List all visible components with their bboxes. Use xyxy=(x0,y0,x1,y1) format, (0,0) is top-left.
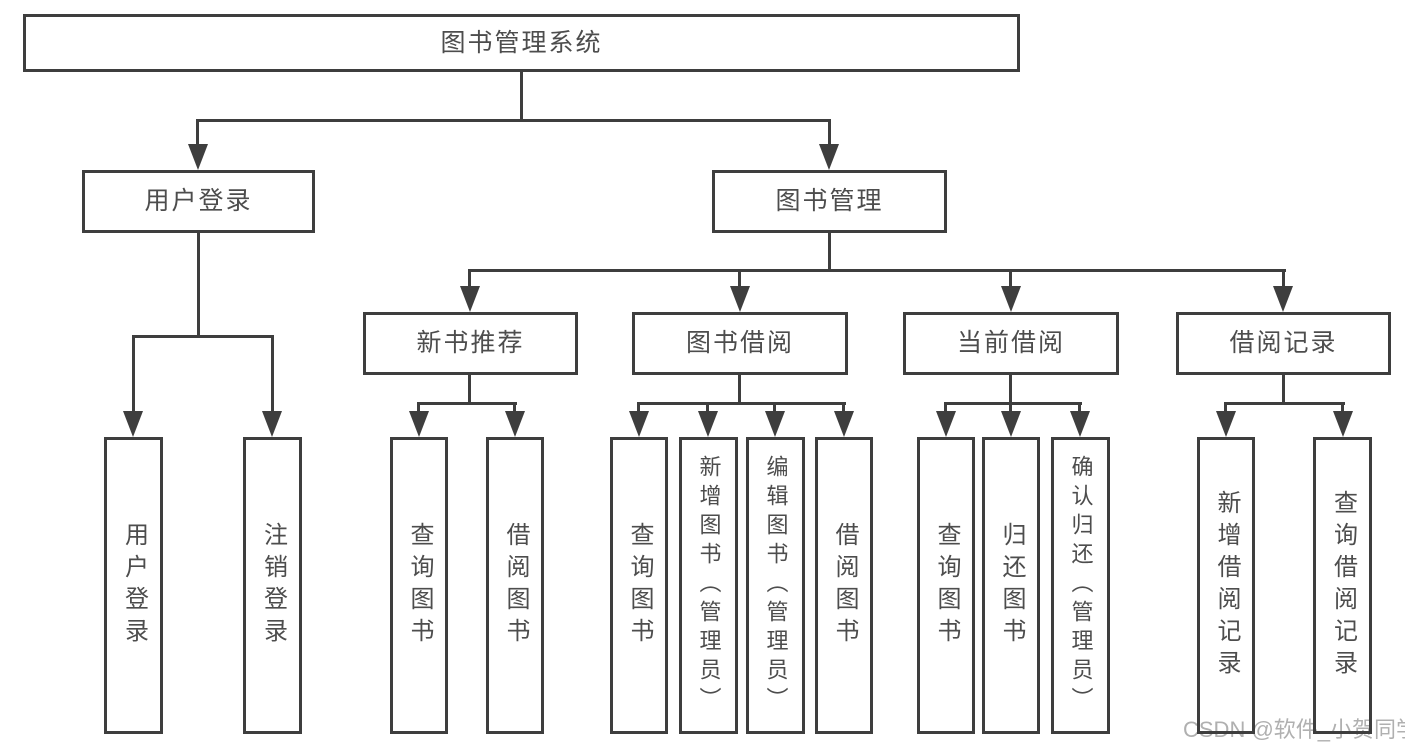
connector-line xyxy=(944,402,947,414)
connector-line xyxy=(520,70,523,120)
leaf-add-borrow-record: 新增借阅记录 xyxy=(1197,437,1255,734)
leaf-borrow-books: 借阅图书 xyxy=(815,437,873,734)
connector-line xyxy=(417,402,420,414)
csdn-watermark: CSDN @软件_小贺同学 xyxy=(1183,717,1405,742)
connector-line xyxy=(271,335,274,415)
connector-line xyxy=(468,269,471,291)
leaf-add-book-admin: 新增图书（管理员） xyxy=(679,437,738,734)
arrowhead-down-icon xyxy=(460,286,480,312)
connector-line xyxy=(828,231,831,271)
arrowhead-down-icon xyxy=(1001,411,1021,437)
connector-line xyxy=(1224,402,1227,414)
connector-line xyxy=(1009,269,1012,291)
arrowhead-down-icon xyxy=(1273,286,1293,312)
arrowhead-down-icon xyxy=(819,144,839,170)
connector-line xyxy=(468,269,1286,272)
node-root-library-system: 图书管理系统 xyxy=(23,14,1020,72)
arrowhead-down-icon xyxy=(188,144,208,170)
node-book-management: 图书管理 xyxy=(712,170,947,233)
node-new-book-recommend: 新书推荐 xyxy=(363,312,578,375)
connector-line xyxy=(132,335,274,338)
leaf-borrow-books-recommend: 借阅图书 xyxy=(486,437,544,734)
connector-line xyxy=(828,119,831,149)
leaf-user-login: 用户登录 xyxy=(104,437,163,734)
arrowhead-down-icon xyxy=(698,411,718,437)
connector-line xyxy=(1009,373,1012,404)
connector-line xyxy=(196,119,199,149)
connector-line xyxy=(706,402,709,414)
leaf-edit-book-admin: 编辑图书（管理员） xyxy=(746,437,805,734)
leaf-query-books-recommend: 查询图书 xyxy=(390,437,448,734)
connector-line xyxy=(773,402,776,414)
node-user-login: 用户登录 xyxy=(82,170,315,233)
leaf-query-borrow-record: 查询借阅记录 xyxy=(1313,437,1372,734)
connector-line xyxy=(1224,402,1345,405)
connector-line xyxy=(637,402,846,405)
connector-line xyxy=(1009,402,1012,414)
arrowhead-down-icon xyxy=(262,411,282,437)
connector-line xyxy=(842,402,845,414)
node-book-borrowing: 图书借阅 xyxy=(632,312,848,375)
connector-line xyxy=(1078,402,1081,414)
arrowhead-down-icon xyxy=(409,411,429,437)
leaf-return-books: 归还图书 xyxy=(982,437,1040,734)
connector-line xyxy=(1341,402,1344,414)
arrowhead-down-icon xyxy=(834,411,854,437)
connector-line xyxy=(738,269,741,291)
arrowhead-down-icon xyxy=(1001,286,1021,312)
arrowhead-down-icon xyxy=(1070,411,1090,437)
leaf-query-books-borrowing: 查询图书 xyxy=(610,437,668,734)
connector-line xyxy=(132,335,135,415)
arrowhead-down-icon xyxy=(1216,411,1236,437)
connector-line xyxy=(1282,269,1285,291)
arrowhead-down-icon xyxy=(1333,411,1353,437)
arrowhead-down-icon xyxy=(123,411,143,437)
connector-line xyxy=(944,402,1082,405)
connector-line xyxy=(197,231,200,337)
connector-line xyxy=(417,402,517,405)
connector-line xyxy=(738,373,741,404)
leaf-logout: 注销登录 xyxy=(243,437,302,734)
leaf-query-books-current: 查询图书 xyxy=(917,437,975,734)
arrowhead-down-icon xyxy=(730,286,750,312)
arrowhead-down-icon xyxy=(505,411,525,437)
node-borrowing-records: 借阅记录 xyxy=(1176,312,1391,375)
connector-line xyxy=(1282,373,1285,404)
arrowhead-down-icon xyxy=(765,411,785,437)
connector-line xyxy=(196,119,831,122)
leaf-confirm-return-admin: 确认归还（管理员） xyxy=(1051,437,1110,734)
arrowhead-down-icon xyxy=(629,411,649,437)
connector-line xyxy=(468,373,471,404)
connector-line xyxy=(513,402,516,414)
node-current-borrowing: 当前借阅 xyxy=(903,312,1119,375)
arrowhead-down-icon xyxy=(936,411,956,437)
connector-line xyxy=(637,402,640,414)
